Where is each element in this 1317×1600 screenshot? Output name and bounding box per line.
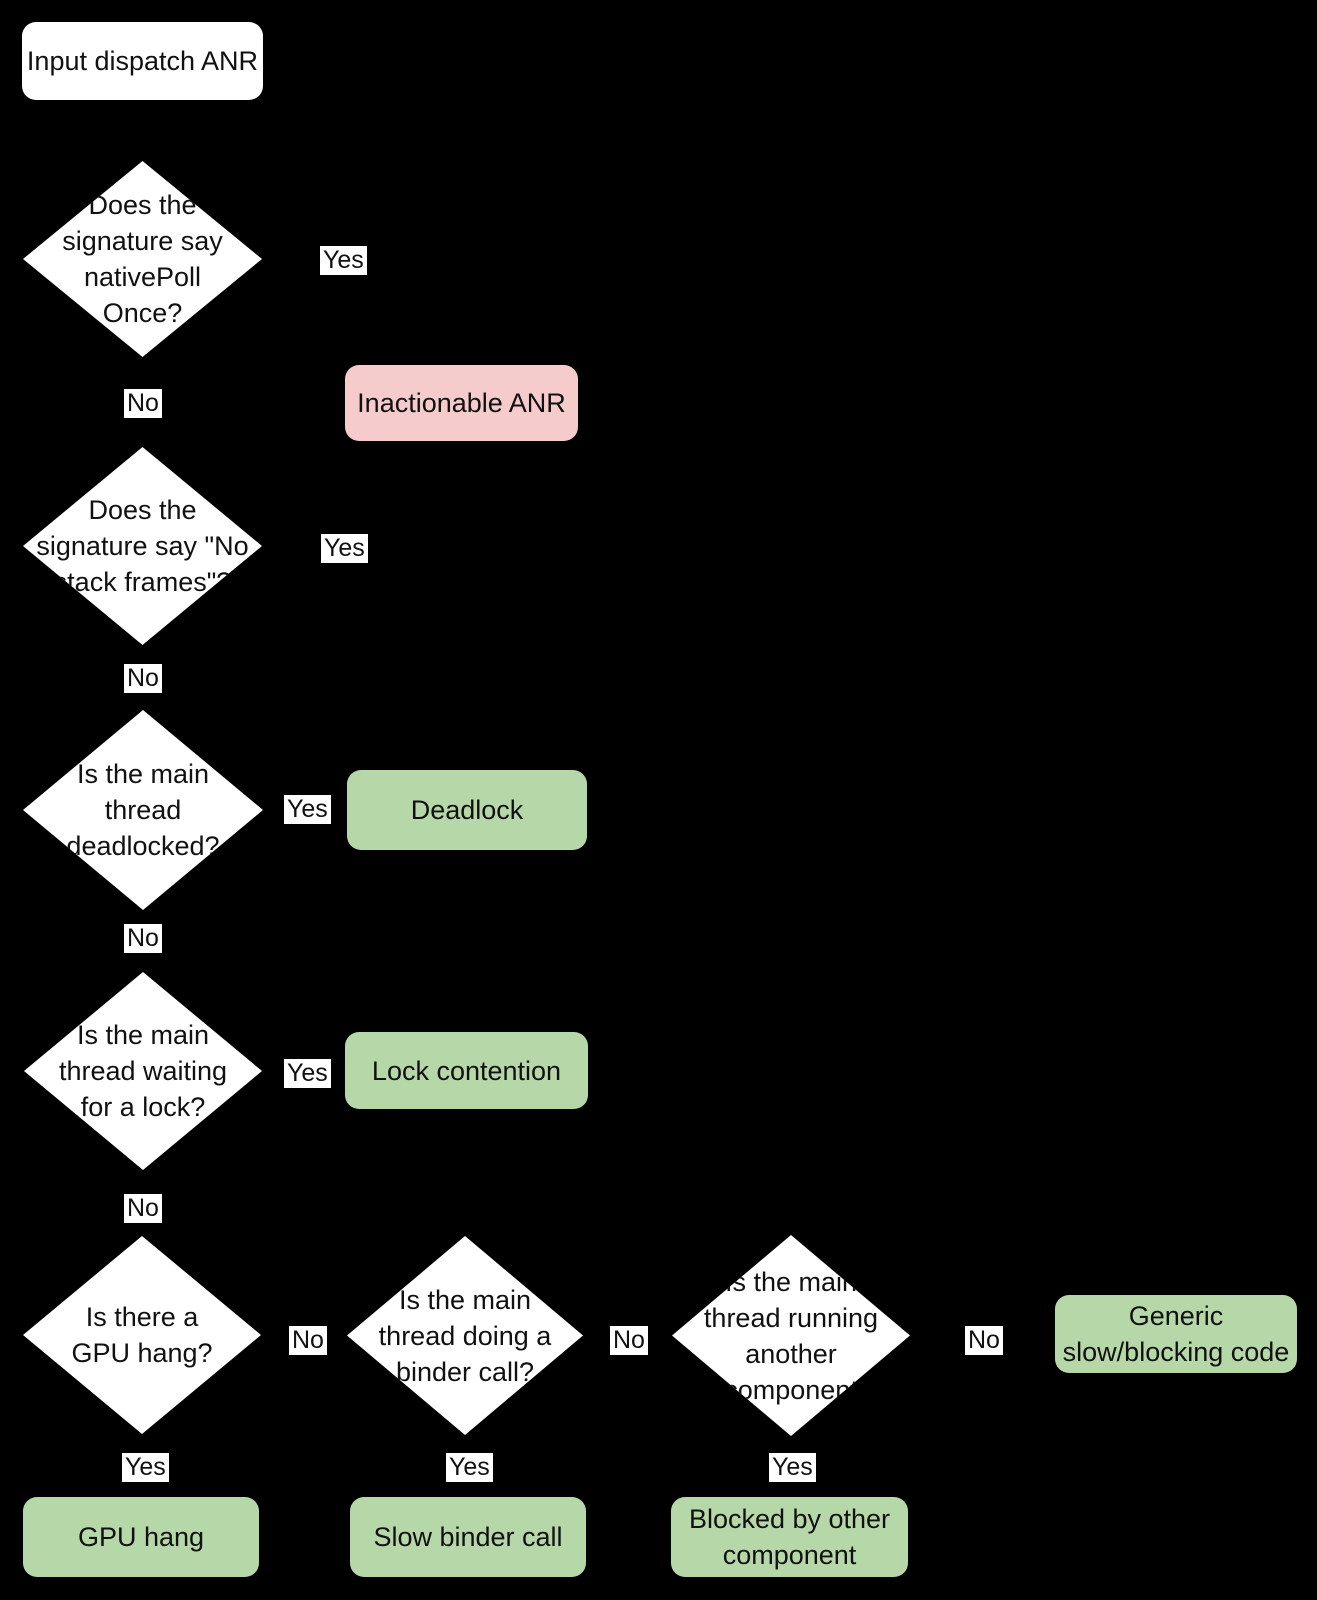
decision-gpu-hang: Is there a GPU hang? — [23, 1236, 261, 1434]
edge-label-yes-deadlocked: Yes — [284, 795, 331, 824]
outcome-generic-slow-blocking-code: Generic slow/blocking code — [1055, 1295, 1297, 1373]
edge-label-yes-nativepollonce: Yes — [320, 246, 367, 275]
edge-label-no-other-component: No — [965, 1326, 1003, 1355]
outcome-slow-binder-call: Slow binder call — [350, 1497, 586, 1577]
edge-label-no-deadlocked: No — [124, 924, 162, 953]
decision-signature-no-stack-frames: Does the signature say "No stack frames"… — [23, 447, 262, 645]
decision-main-thread-deadlocked: Is the main thread deadlocked? — [23, 710, 263, 910]
edge-label-no-waiting-lock: No — [124, 1194, 162, 1223]
decision-main-thread-running-other-component: Is the main thread running another compo… — [672, 1235, 910, 1436]
edge-label-yes-other-component: Yes — [769, 1453, 816, 1482]
edge-label-no-gpu-hang: No — [289, 1326, 327, 1355]
outcome-blocked-by-other-component: Blocked by other component — [671, 1497, 908, 1577]
decision-signature-nativepollonce: Does the signature say nativePoll Once? — [23, 161, 262, 357]
start-node-input-dispatch-anr: Input dispatch ANR — [22, 22, 263, 100]
edge-label-yes-binder-call: Yes — [446, 1453, 493, 1482]
edge-label-yes-waiting-lock: Yes — [284, 1059, 331, 1088]
outcome-inactionable-anr: Inactionable ANR — [345, 365, 578, 441]
decision-main-thread-waiting-lock: Is the main thread waiting for a lock? — [24, 972, 262, 1170]
edge-label-no-binder-call: No — [610, 1326, 648, 1355]
edge-label-yes-gpu-hang: Yes — [122, 1453, 169, 1482]
decision-main-thread-binder-call: Is the main thread doing a binder call? — [347, 1236, 583, 1435]
outcome-gpu-hang: GPU hang — [23, 1497, 259, 1577]
edge-label-no-no-stack-frames: No — [124, 664, 162, 693]
edge-label-yes-no-stack-frames: Yes — [321, 534, 368, 563]
outcome-deadlock: Deadlock — [347, 770, 587, 850]
outcome-lock-contention: Lock contention — [345, 1032, 588, 1109]
edge-label-no-nativepollonce: No — [124, 389, 162, 418]
